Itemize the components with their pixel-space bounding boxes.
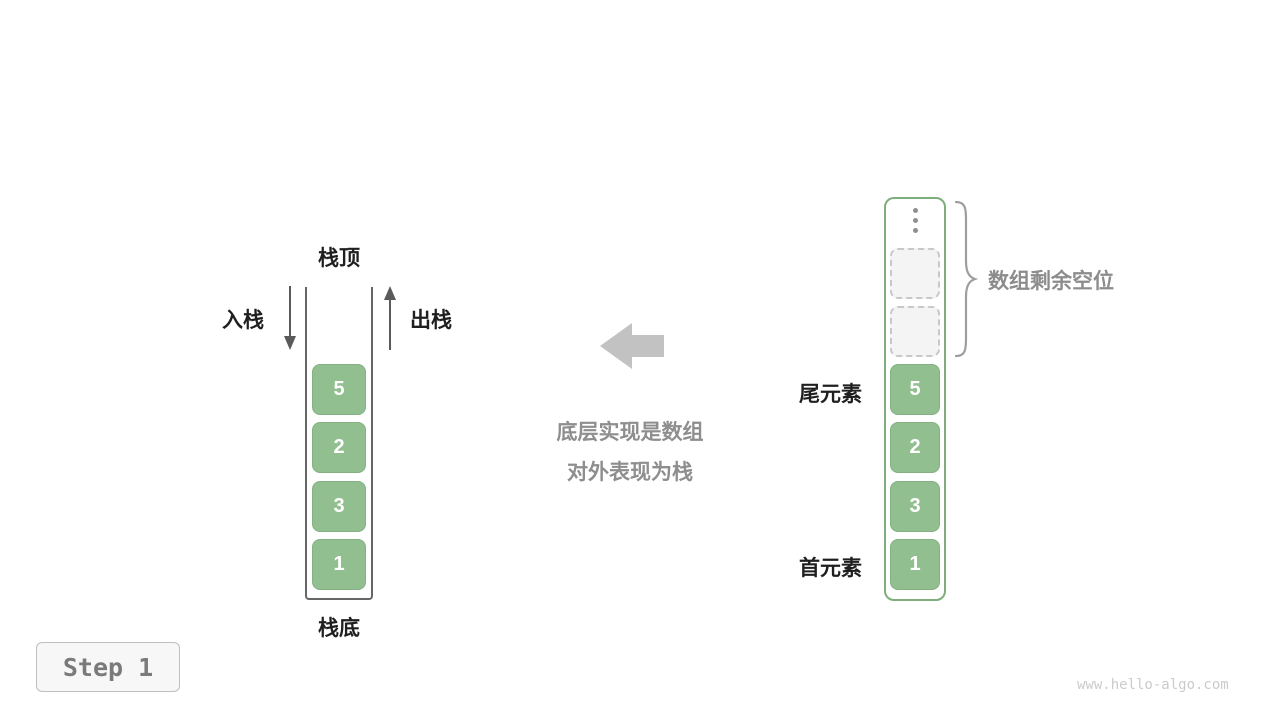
left-arrow-icon <box>600 323 664 369</box>
push-down-arrow-icon <box>284 286 296 350</box>
array-container: 5 2 3 1 <box>884 197 946 601</box>
array-cell: 3 <box>890 481 940 532</box>
stack-cell: 5 <box>312 364 366 415</box>
pop-up-arrow-icon <box>384 286 396 350</box>
ellipsis-icon <box>886 208 944 233</box>
push-label: 入栈 <box>222 309 264 332</box>
stack-bottom-label: 栈底 <box>318 617 360 640</box>
stack-top-label: 栈顶 <box>318 247 360 270</box>
array-cell: 2 <box>890 422 940 473</box>
watermark: www.hello-algo.com <box>1077 677 1229 693</box>
caption-line2: 对外表现为栈 <box>567 461 693 484</box>
head-element-label: 首元素 <box>799 557 862 580</box>
brace-icon <box>954 200 978 358</box>
caption-line1: 底层实现是数组 <box>556 421 704 444</box>
stack-container: 5 2 3 1 <box>305 287 373 600</box>
pop-label: 出栈 <box>410 309 452 332</box>
array-cell: 5 <box>890 364 940 415</box>
tail-element-label: 尾元素 <box>799 383 862 406</box>
caption: 底层实现是数组 对外表现为栈 <box>480 413 780 493</box>
stack-cell: 1 <box>312 539 366 590</box>
array-empty-cell <box>890 306 940 357</box>
remaining-slots-label: 数组剩余空位 <box>988 270 1114 293</box>
array-cell: 1 <box>890 539 940 590</box>
stack-cell: 3 <box>312 481 366 532</box>
stack-cell: 2 <box>312 422 366 473</box>
array-empty-cell <box>890 248 940 299</box>
step-badge: Step 1 <box>36 642 180 692</box>
